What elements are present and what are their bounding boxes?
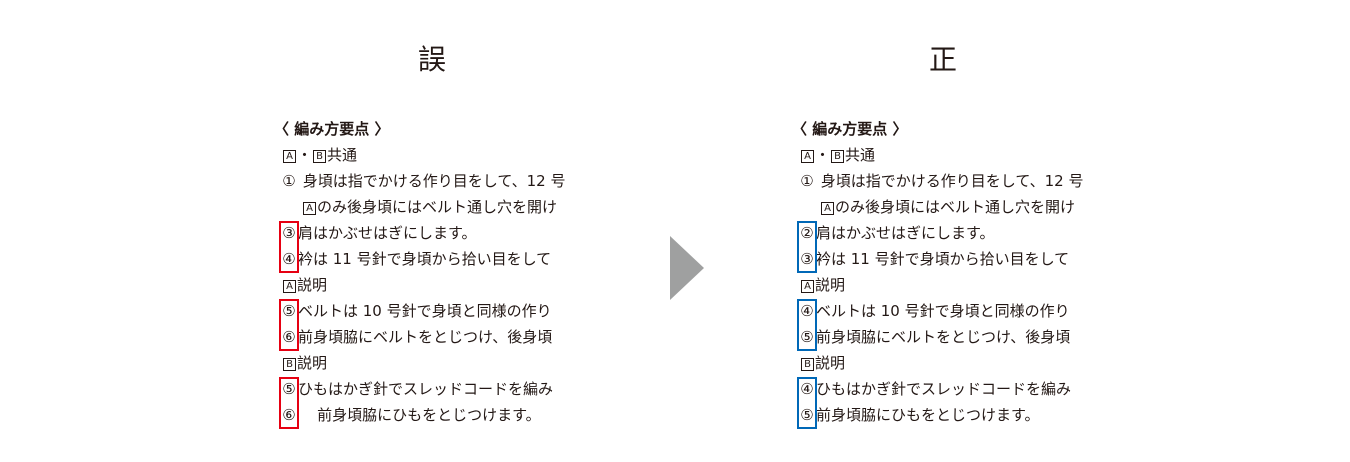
step-line: ① 身頃は指でかける作り目をして、12 号 bbox=[798, 168, 1083, 194]
arrow-right-icon bbox=[670, 236, 704, 300]
step-text: ひもはかぎ針でスレッドコードを編み bbox=[816, 380, 1072, 398]
step-number: ③ bbox=[800, 250, 814, 268]
step-number: ② bbox=[800, 224, 814, 242]
error-highlight-box bbox=[279, 377, 299, 429]
step-line: ① 身頃は指でかける作り目をして、12 号 bbox=[280, 168, 565, 194]
section-label: 説明 bbox=[297, 276, 328, 294]
heading-wrong: 誤 bbox=[417, 43, 446, 76]
error-highlight-box bbox=[279, 299, 299, 351]
step-text: 前身頃脇にベルトをとじつけ、後身頃 bbox=[816, 328, 1071, 346]
step-number: ③ bbox=[282, 224, 296, 242]
correction-highlight-box bbox=[797, 377, 817, 429]
common-label: 共通 bbox=[845, 146, 876, 164]
error-highlight-box bbox=[279, 221, 299, 273]
step-number: ⑥ bbox=[282, 406, 296, 424]
step-text: ベルトは 10 号針で身頃と同様の作り bbox=[816, 302, 1070, 320]
section-title: 〈 編み方要点 〉 bbox=[274, 120, 390, 138]
step-number: ① bbox=[800, 172, 814, 190]
common-label: 共通 bbox=[327, 146, 358, 164]
step-number: ⑤ bbox=[282, 302, 296, 320]
heading-correct: 正 bbox=[928, 43, 957, 76]
step-number: ⑤ bbox=[282, 380, 296, 398]
step-number: ④ bbox=[800, 380, 814, 398]
step-text: のみ後身頃にはベルト通し穴を開け bbox=[835, 198, 1076, 216]
step-number: ① bbox=[282, 172, 296, 190]
section-label: 説明 bbox=[815, 354, 846, 372]
section-title: 〈 編み方要点 〉 bbox=[792, 120, 908, 138]
step-text: 前身頃脇にひもをとじつけます。 bbox=[816, 406, 1040, 424]
step-number: ④ bbox=[800, 302, 814, 320]
step-text: 前身頃脇にベルトをとじつけ、後身頃 bbox=[298, 328, 553, 346]
step-number: ⑤ bbox=[800, 328, 814, 346]
boxed-b-label: B bbox=[801, 358, 814, 371]
step-text: 肩はかぶせはぎにします。 bbox=[298, 224, 477, 242]
step-text: 身頃は指でかける作り目をして、12 号 bbox=[302, 172, 566, 190]
correction-highlight-box bbox=[797, 221, 817, 273]
step-text: 衿は 11 号針で身頃から拾い目をして bbox=[816, 250, 1070, 268]
step-text: 前身頃脇にひもをとじつけます。 bbox=[317, 406, 541, 424]
boxed-a-label: A bbox=[801, 150, 814, 163]
boxed-a-label: A bbox=[283, 280, 296, 293]
boxed-b-label: B bbox=[283, 358, 296, 371]
step-text: ひもはかぎ針でスレッドコードを編み bbox=[298, 380, 554, 398]
step-line: ⑥ 前身頃脇にひもをとじつけます。 bbox=[280, 402, 541, 428]
step-number: ⑥ bbox=[282, 328, 296, 346]
boxed-a-label: A bbox=[303, 202, 316, 215]
boxed-b-label: B bbox=[313, 150, 327, 163]
step-text: 身頃は指でかける作り目をして、12 号 bbox=[820, 172, 1084, 190]
boxed-b-label: B bbox=[831, 150, 845, 163]
step-text: 衿は 11 号針で身頃から拾い目をして bbox=[298, 250, 552, 268]
step-number: ④ bbox=[282, 250, 296, 268]
correction-highlight-box bbox=[797, 299, 817, 351]
dot-separator: ・ bbox=[297, 146, 313, 164]
boxed-a-label: A bbox=[283, 150, 296, 163]
boxed-a-label: A bbox=[801, 280, 814, 293]
boxed-a-label: A bbox=[821, 202, 834, 215]
dot-separator: ・ bbox=[815, 146, 831, 164]
section-label: 説明 bbox=[297, 354, 328, 372]
step-text: のみ後身頃にはベルト通し穴を開け bbox=[317, 198, 558, 216]
section-label: 説明 bbox=[815, 276, 846, 294]
step-text: ベルトは 10 号針で身頃と同様の作り bbox=[298, 302, 552, 320]
step-text: 肩はかぶせはぎにします。 bbox=[816, 224, 995, 242]
step-number: ⑤ bbox=[800, 406, 814, 424]
